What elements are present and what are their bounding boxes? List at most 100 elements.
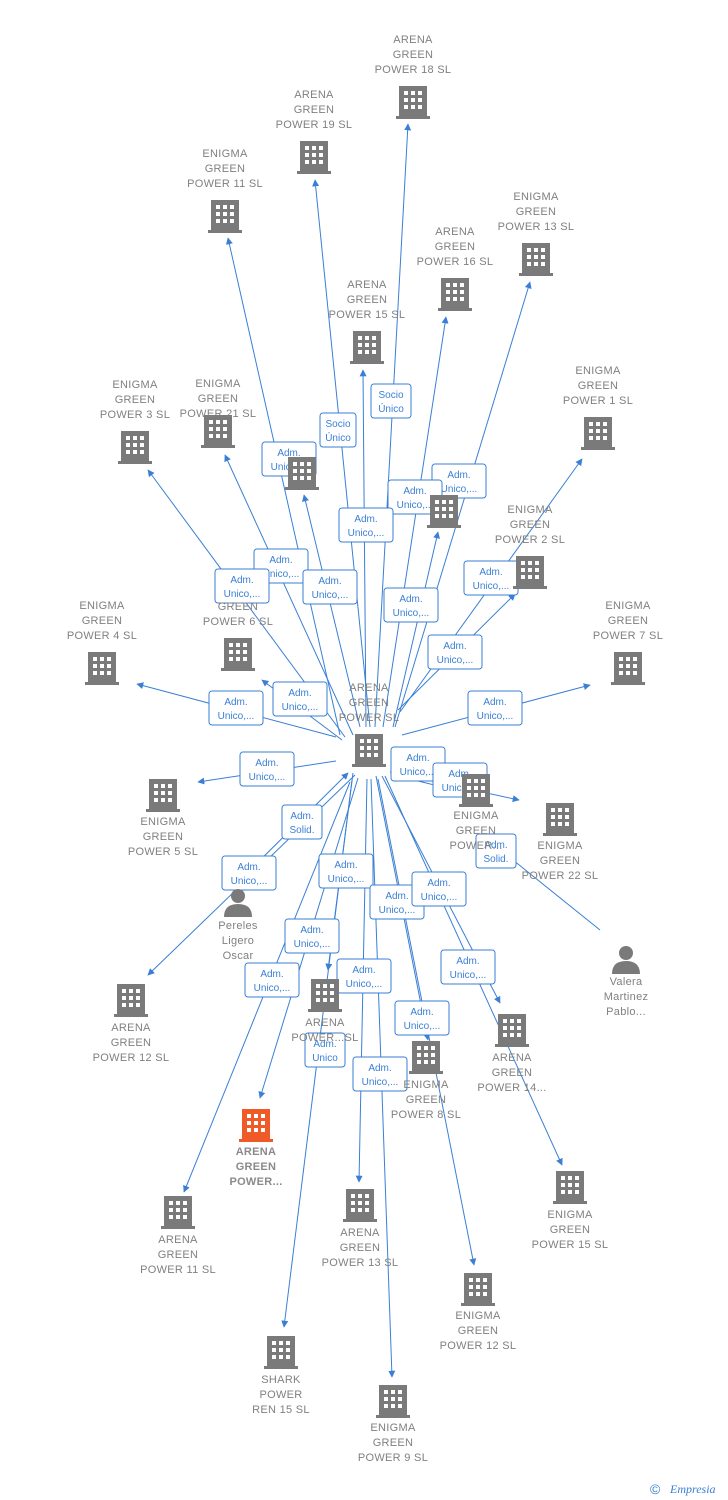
edge-label-el-adm-18[interactable]: Adm.Unico,... bbox=[318, 853, 374, 889]
edge-label-el-adm-25[interactable]: Adm.Unico,... bbox=[394, 1000, 450, 1036]
edge-label-el-adm-13[interactable]: Adm.Unico,... bbox=[467, 690, 523, 726]
node-enigma-green-hidden-a[interactable] bbox=[285, 457, 319, 490]
building-icon[interactable] bbox=[396, 86, 430, 119]
edge-label-el-adm-6[interactable]: Adm.Unico,... bbox=[214, 568, 270, 604]
node-valera-martinez-pablo[interactable]: ValeraMartinezPablo... bbox=[604, 946, 649, 1018]
edge-label-el-adm-14[interactable]: Adm.Unico,... bbox=[239, 751, 295, 787]
building-icon[interactable] bbox=[146, 779, 180, 812]
edge-label-box bbox=[475, 833, 517, 869]
building-icon[interactable] bbox=[409, 1041, 443, 1074]
building-icon[interactable] bbox=[495, 1014, 529, 1047]
building-icon[interactable] bbox=[581, 417, 615, 450]
building-icon[interactable] bbox=[427, 495, 461, 528]
node-label: POWER 13 SL bbox=[498, 221, 575, 233]
edge-label-el-adm-22[interactable]: Adm.Unico,... bbox=[244, 962, 300, 998]
edge-label-el-adm-12[interactable]: Adm.Unico,... bbox=[272, 681, 328, 717]
edge-label-el-adm-23[interactable]: Adm.Unico,... bbox=[336, 958, 392, 994]
person-icon[interactable] bbox=[224, 889, 252, 917]
edge-label-el-adm-10[interactable]: Adm.Unico,... bbox=[427, 634, 483, 670]
building-icon[interactable] bbox=[513, 556, 547, 589]
building-icon[interactable] bbox=[118, 431, 152, 464]
node-arena-green-power-focus[interactable]: ARENAGREENPOWER... bbox=[229, 1109, 282, 1188]
building-icon[interactable] bbox=[161, 1196, 195, 1229]
edge-label-text: Adm. bbox=[368, 1063, 391, 1074]
building-icon[interactable] bbox=[208, 200, 242, 233]
edge-label-el-adm-27[interactable]: Adm.Unico bbox=[304, 1032, 346, 1068]
building-icon[interactable] bbox=[461, 1273, 495, 1306]
edge-label-el-solid-1[interactable]: Adm.Solid. bbox=[281, 804, 323, 840]
person-icon[interactable] bbox=[612, 946, 640, 974]
edge-label-el-adm-11[interactable]: Adm.Unico,... bbox=[208, 690, 264, 726]
building-icon[interactable] bbox=[519, 243, 553, 276]
building-icon[interactable] bbox=[543, 803, 577, 836]
edge-label-el-adm-7[interactable]: Adm.Unico,... bbox=[302, 569, 358, 605]
node-enigma-green-power-x[interactable]: ENIGMAGREENPOWER... bbox=[449, 774, 502, 852]
building-icon[interactable] bbox=[285, 457, 319, 490]
edge-label-el-adm-17[interactable]: Adm.Unico,... bbox=[221, 855, 277, 891]
node-label: POWER 21 SL bbox=[180, 408, 257, 420]
building-icon[interactable] bbox=[297, 141, 331, 174]
building-icon[interactable] bbox=[553, 1171, 587, 1204]
edge-label-el-adm-8[interactable]: Adm.Unico,... bbox=[463, 560, 519, 596]
building-icon[interactable] bbox=[352, 734, 386, 767]
edge-label-el-adm-4[interactable]: Adm.Unico,... bbox=[338, 507, 394, 543]
node-label: GREEN bbox=[158, 1249, 199, 1261]
edge-label-el-solid-2[interactable]: Adm.Solid. bbox=[475, 833, 517, 869]
building-icon[interactable] bbox=[438, 278, 472, 311]
building-icon[interactable] bbox=[459, 774, 493, 807]
building-icon[interactable] bbox=[239, 1109, 273, 1142]
edge-label-el-adm-2[interactable]: Adm.Unico,... bbox=[431, 463, 487, 499]
building-icon[interactable] bbox=[85, 652, 119, 685]
building-icon[interactable] bbox=[264, 1336, 298, 1369]
edge-label-el-adm-9[interactable]: Adm.Unico,... bbox=[383, 587, 439, 623]
edge-label-el-adm-19[interactable]: Adm.Unico,... bbox=[369, 884, 425, 920]
building-icon[interactable] bbox=[114, 984, 148, 1017]
node-label: GREEN bbox=[492, 1067, 533, 1079]
empresia-logo-text[interactable]: Empresia bbox=[669, 1482, 716, 1496]
building-icon[interactable] bbox=[343, 1189, 377, 1222]
building-icon[interactable] bbox=[350, 331, 384, 364]
node-label: SHARK bbox=[261, 1374, 301, 1386]
node-enigma-green-hidden-b[interactable] bbox=[427, 495, 461, 528]
building-icon[interactable] bbox=[308, 979, 342, 1012]
edge-line bbox=[312, 179, 371, 728]
edge-label-el-adm-20[interactable]: Adm.Unico,... bbox=[411, 871, 467, 907]
edge-label-el-adm-21[interactable]: Adm.Unico,... bbox=[284, 918, 340, 954]
node-label: ARENA bbox=[340, 1227, 380, 1239]
edge-label-el-adm-24[interactable]: Adm.Unico,... bbox=[440, 949, 496, 985]
edge-label-el-adm-28[interactable]: Adm.Unico,... bbox=[352, 1056, 408, 1092]
building-icon[interactable] bbox=[611, 652, 645, 685]
building-icon[interactable] bbox=[221, 638, 255, 671]
building-icon[interactable] bbox=[376, 1385, 410, 1418]
edge-label-text: Unico,... bbox=[477, 711, 514, 722]
